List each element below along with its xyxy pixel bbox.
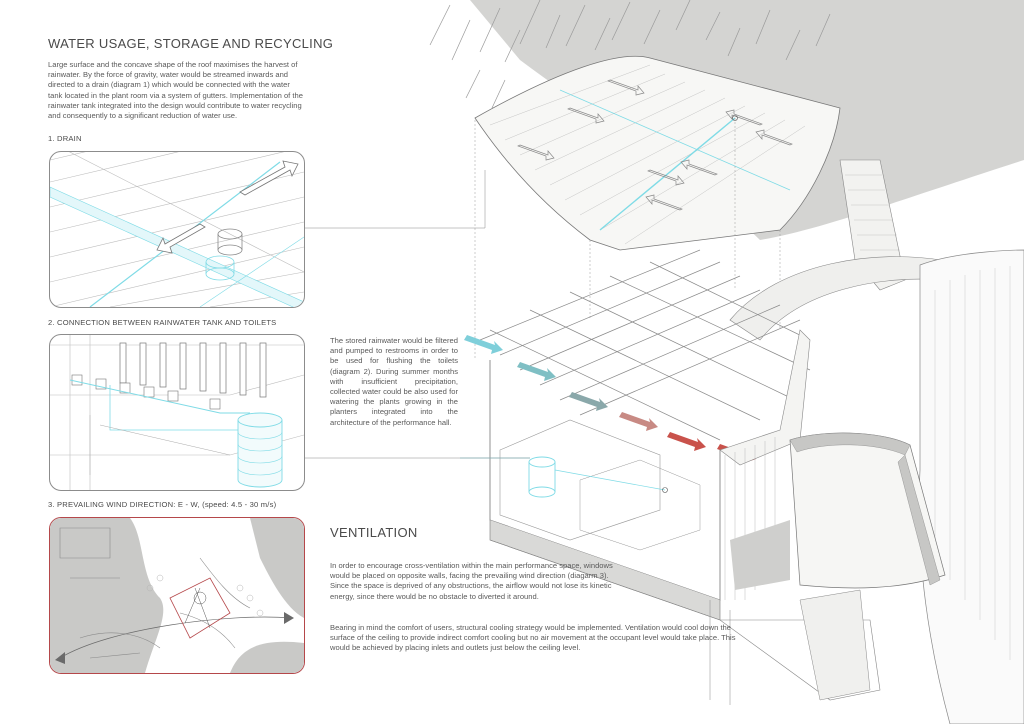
toilets-diagram-drawing (50, 335, 304, 490)
ventilation-text-1: In order to encourage cross-ventilation … (330, 561, 613, 601)
drain-diagram-drawing (50, 152, 304, 307)
diagram-wind-map (49, 517, 305, 674)
diagram3-caption: 3. PREVAILING WIND DIRECTION: E - W, (sp… (48, 500, 277, 509)
water-section-title: WATER USAGE, STORAGE AND RECYCLING (48, 36, 334, 51)
axonometric-drawing (305, 0, 1024, 724)
diagram-drain (49, 151, 305, 308)
ventilation-text-2: Bearing in mind the comfort of users, st… (330, 623, 736, 653)
water-intro-text: Large surface and the concave shape of t… (48, 60, 303, 121)
diagram1-caption: 1. DRAIN (48, 134, 82, 143)
ventilation-title: VENTILATION (330, 525, 418, 540)
wind-map-drawing (50, 518, 304, 673)
diagram2-caption: 2. CONNECTION BETWEEN RAINWATER TANK AND… (48, 318, 277, 327)
stored-water-text: The stored rainwater would be filtered a… (330, 336, 458, 427)
diagram-tank-toilets (49, 334, 305, 491)
